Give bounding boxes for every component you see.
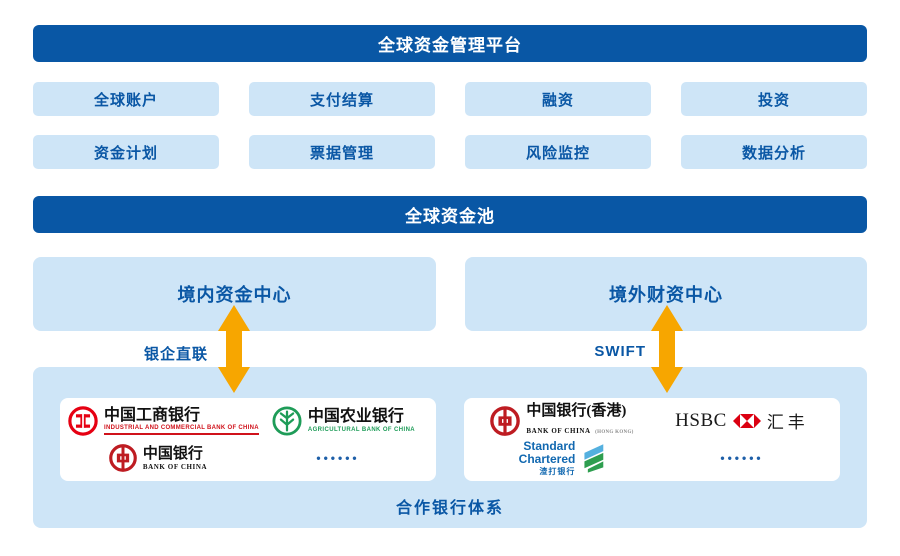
bank-text: 中国银行(香港) BANK OF CHINA (HONG KONG)	[526, 403, 633, 439]
bank-text: Standard Chartered 渣打银行	[518, 439, 576, 476]
feature-bill-management: 票据管理	[249, 135, 435, 169]
bank-row: 中国银行(香港) BANK OF CHINA (HONG KONG) HSBC	[472, 402, 832, 440]
cash-pool-bar: 全球资金池	[33, 196, 867, 233]
feature-investment: 投资	[681, 82, 867, 116]
domestic-banks-panel: 中国工商银行 INDUSTRIAL AND COMMERCIAL BANK OF…	[60, 398, 436, 481]
icbc-subtitle: INDUSTRIAL AND COMMERCIAL BANK OF CHINA	[104, 425, 259, 435]
more-banks-dots: ••••••	[720, 451, 764, 466]
hsbc-wordmark: HSBC	[675, 409, 727, 431]
hsbc-cjk-name: 汇丰	[766, 413, 809, 433]
bidirectional-arrow-icon	[218, 305, 250, 393]
platform-header-bar: 全球资金管理平台	[33, 25, 867, 62]
bank-text: 中国银行 BANK OF CHINA	[143, 446, 207, 471]
bank-text: 中国工商银行 INDUSTRIAL AND COMMERCIAL BANK OF…	[104, 407, 259, 435]
feature-global-accounts: 全球账户	[33, 82, 219, 116]
bank-enterprise-link-label: 银企直联	[143, 346, 208, 363]
boc-subtitle: BANK OF CHINA	[142, 462, 208, 471]
more-banks-item: ••••••	[652, 451, 832, 465]
bank-row: Standard Chartered 渣打银行 ••••••	[472, 439, 832, 478]
partner-banks-title: 合作银行体系	[395, 500, 504, 517]
bank-row: 中国银行 BANK OF CHINA ••••••	[68, 440, 428, 478]
bochk-subtitle-note: (HONG KONG)	[595, 430, 634, 436]
swift-label: SWIFT	[594, 343, 646, 360]
overseas-banks-panel: 中国银行(香港) BANK OF CHINA (HONG KONG) HSBC	[464, 398, 840, 481]
standard-chartered-bank-item: Standard Chartered 渣打银行	[472, 439, 652, 476]
icbc-logo-icon	[68, 406, 98, 436]
abc-subtitle: AGRICULTURAL BANK OF CHINA	[307, 426, 416, 433]
hsbc-bank-item: HSBC 汇丰	[652, 408, 832, 433]
bochk-subtitle-row: BANK OF CHINA (HONG KONG)	[526, 420, 633, 438]
boc-logo-icon	[109, 444, 137, 473]
more-banks-dots: ••••••	[316, 451, 360, 466]
boc-name: 中国银行	[142, 445, 203, 462]
abc-name: 中国农业银行	[307, 408, 404, 426]
abc-logo-icon	[272, 406, 302, 436]
partner-banks-container: 中国工商银行 INDUSTRIAL AND COMMERCIAL BANK OF…	[33, 367, 867, 528]
bidirectional-arrow-icon	[651, 305, 683, 393]
bank-row: 中国工商银行 INDUSTRIAL AND COMMERCIAL BANK OF…	[68, 402, 428, 440]
sc-wordmark-line2: Chartered	[518, 452, 576, 467]
bank-text: 中国农业银行 AGRICULTURAL BANK OF CHINA	[308, 408, 415, 433]
bochk-subtitle: BANK OF CHINA	[526, 427, 591, 436]
bochk-name: 中国银行(香港)	[526, 402, 627, 419]
more-banks-item: ••••••	[248, 451, 428, 465]
feature-payment-settlement: 支付结算	[249, 82, 435, 116]
standard-chartered-s-icon	[584, 444, 604, 473]
abc-bank-item: 中国农业银行 AGRICULTURAL BANK OF CHINA	[259, 406, 428, 436]
boc-bank-item: 中国银行 BANK OF CHINA	[68, 444, 248, 473]
hsbc-hexagon-icon	[732, 413, 761, 428]
bochk-bank-item: 中国银行(香港) BANK OF CHINA (HONG KONG)	[472, 403, 652, 439]
bochk-logo-icon	[490, 405, 521, 436]
domestic-fund-center-label: 境内资金中心	[177, 285, 292, 305]
feature-risk-monitoring: 风险监控	[465, 135, 651, 169]
platform-title: 全球资金管理平台	[378, 36, 522, 55]
feature-fund-planning: 资金计划	[33, 135, 219, 169]
feature-data-analysis: 数据分析	[681, 135, 867, 169]
feature-financing: 融资	[465, 82, 651, 116]
cash-pool-title: 全球资金池	[405, 207, 495, 226]
overseas-treasury-center-label: 境外财资中心	[609, 285, 723, 305]
icbc-name: 中国工商银行	[104, 406, 201, 424]
icbc-bank-item: 中国工商银行 INDUSTRIAL AND COMMERCIAL BANK OF…	[68, 406, 259, 436]
sc-wordmark-line1: Standard	[523, 439, 576, 454]
sc-cjk-name: 渣打银行	[539, 466, 576, 476]
